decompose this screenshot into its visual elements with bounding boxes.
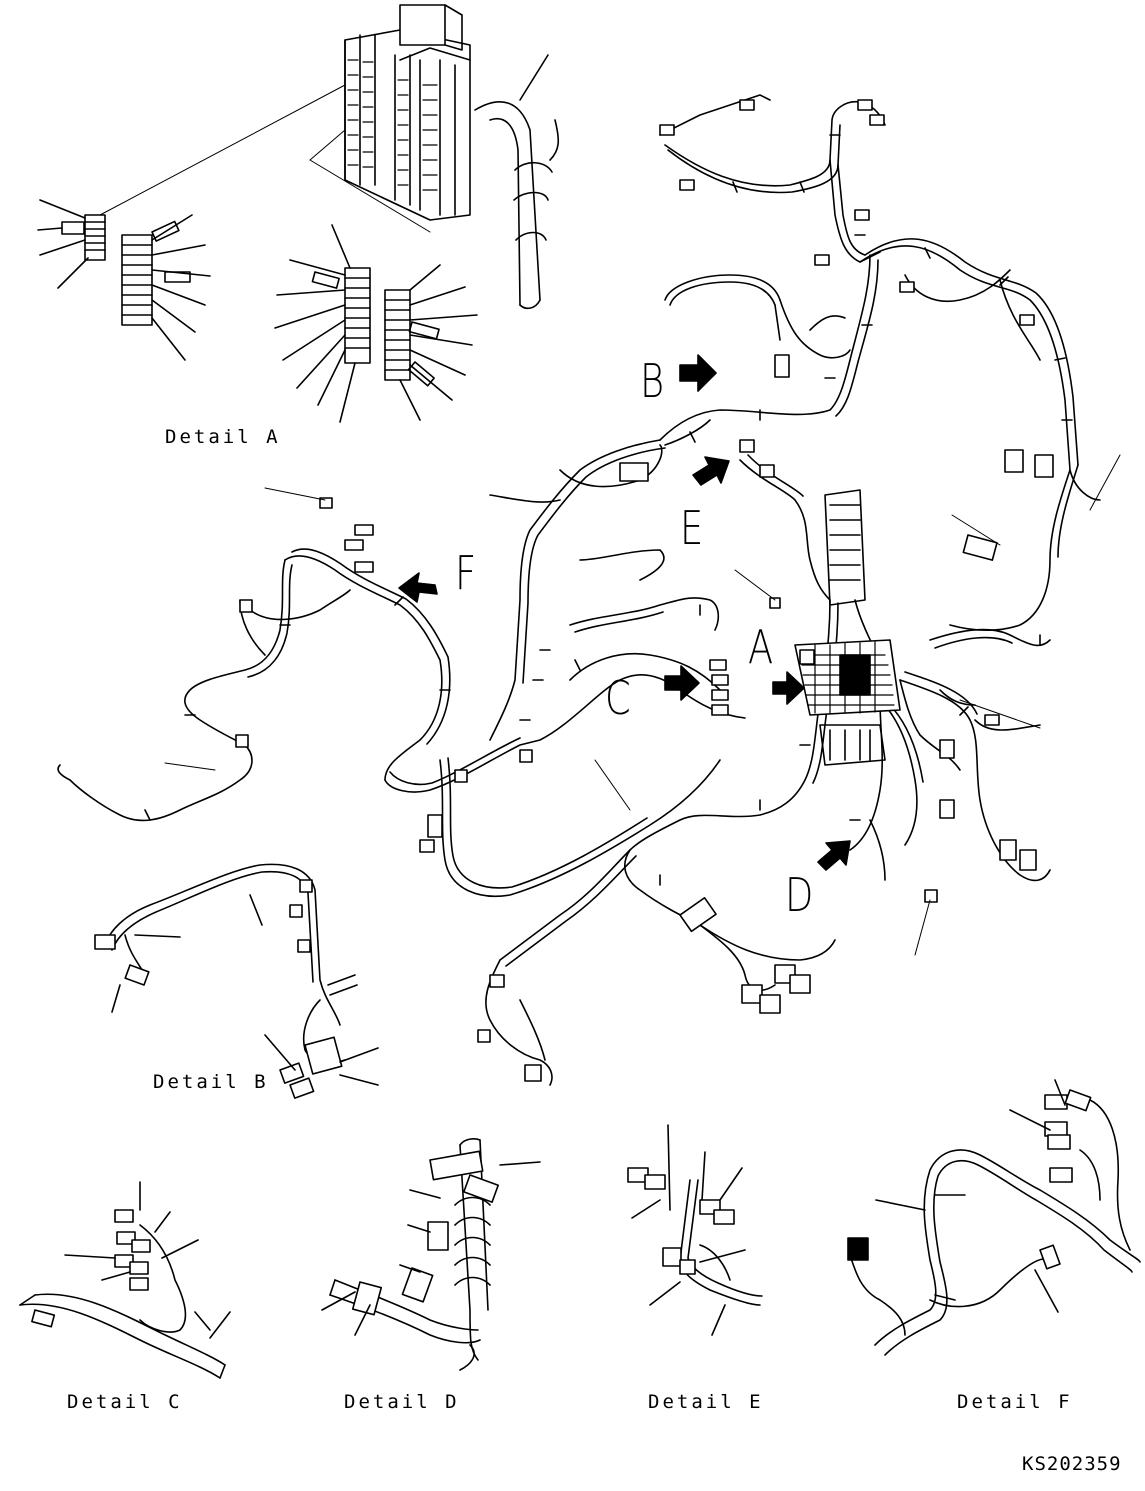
callout-e: E xyxy=(680,501,704,555)
connector-stack-group-a xyxy=(37,199,478,423)
detail-d-label: Detail D xyxy=(344,1391,460,1413)
detail-c-harness xyxy=(19,1181,231,1379)
central-fuse-block xyxy=(794,489,901,766)
detail-f-harness xyxy=(847,1079,1141,1356)
arrows xyxy=(398,354,851,871)
callout-d: D xyxy=(785,868,814,922)
detail-b-label: Detail B xyxy=(153,1071,269,1093)
connectors xyxy=(235,99,1054,1082)
detail-e-harness xyxy=(627,1124,763,1336)
callout-f: F xyxy=(455,546,477,600)
main-harness xyxy=(57,94,1101,1086)
drawing-code: KS202359 xyxy=(1022,1453,1122,1475)
detail-c-label: Detail C xyxy=(67,1391,183,1413)
detail-a-label: Detail A xyxy=(165,426,281,448)
detail-b-harness xyxy=(94,863,379,1099)
harness-clamps xyxy=(144,134,1073,886)
callout-b: B xyxy=(640,354,665,408)
leader-lines xyxy=(164,454,1121,956)
detail-d-harness xyxy=(321,1138,541,1371)
fuse-box-assembly xyxy=(344,4,560,310)
detail-f-label: Detail F xyxy=(957,1391,1073,1413)
callout-c: C xyxy=(605,671,631,725)
detail-e-label: Detail E xyxy=(648,1391,764,1413)
callout-a: A xyxy=(748,620,774,674)
